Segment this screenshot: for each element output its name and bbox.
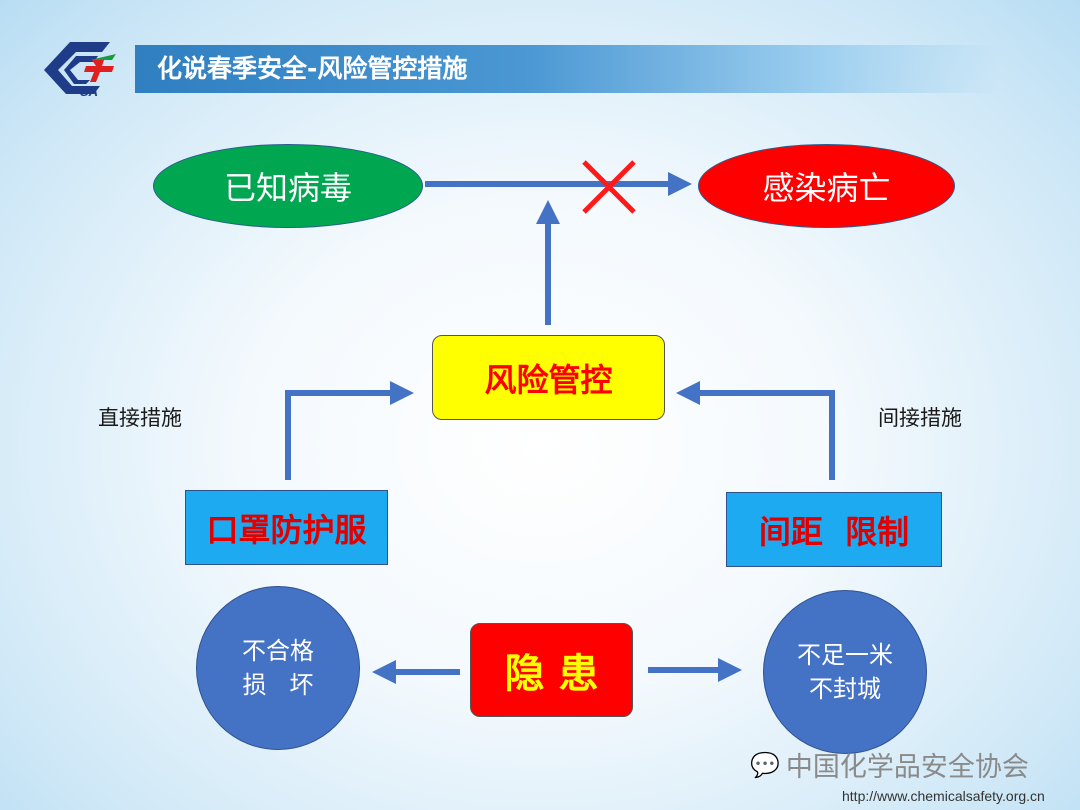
arrow-indirect <box>676 381 835 480</box>
distance-limit-box: 间距 限制 <box>726 492 942 567</box>
risk-control-box: 风险管控 <box>432 335 665 420</box>
direct-measures-label: 直接措施 <box>98 406 182 430</box>
infection-death-node: 感染病亡 <box>698 144 955 228</box>
page-title: 化说春季安全-风险管控措施 <box>135 45 1000 93</box>
arrow-direct <box>285 381 414 480</box>
csa-logo-icon: SA <box>44 42 116 98</box>
circle-line: 损 坏 <box>242 671 314 699</box>
website-url: http://www.chemicalsafety.org.cn <box>842 788 1045 804</box>
wechat-icon: 💬 <box>750 750 780 779</box>
known-virus-node: 已知病毒 <box>153 144 423 228</box>
svg-text:SA: SA <box>80 84 98 98</box>
watermark-name: 中国化学品安全协会 <box>785 752 1029 783</box>
circle-line: 不合格 <box>242 637 314 665</box>
hazard-box: 隐 患 <box>470 623 633 717</box>
circle-line: 不封城 <box>809 675 881 703</box>
distance-lockdown-circle: 不足一米 不封城 <box>763 590 927 754</box>
mask-suit-box: 口罩防护服 <box>185 490 388 565</box>
logo: SA <box>40 38 120 98</box>
watermark: 💬 中国化学品安全协会 <box>750 745 1029 784</box>
circle-line: 不足一米 <box>797 641 893 669</box>
indirect-measures-label: 间接措施 <box>878 406 962 430</box>
blocked-x-icon <box>582 160 636 214</box>
unqualified-damaged-circle: 不合格 损 坏 <box>196 586 360 750</box>
